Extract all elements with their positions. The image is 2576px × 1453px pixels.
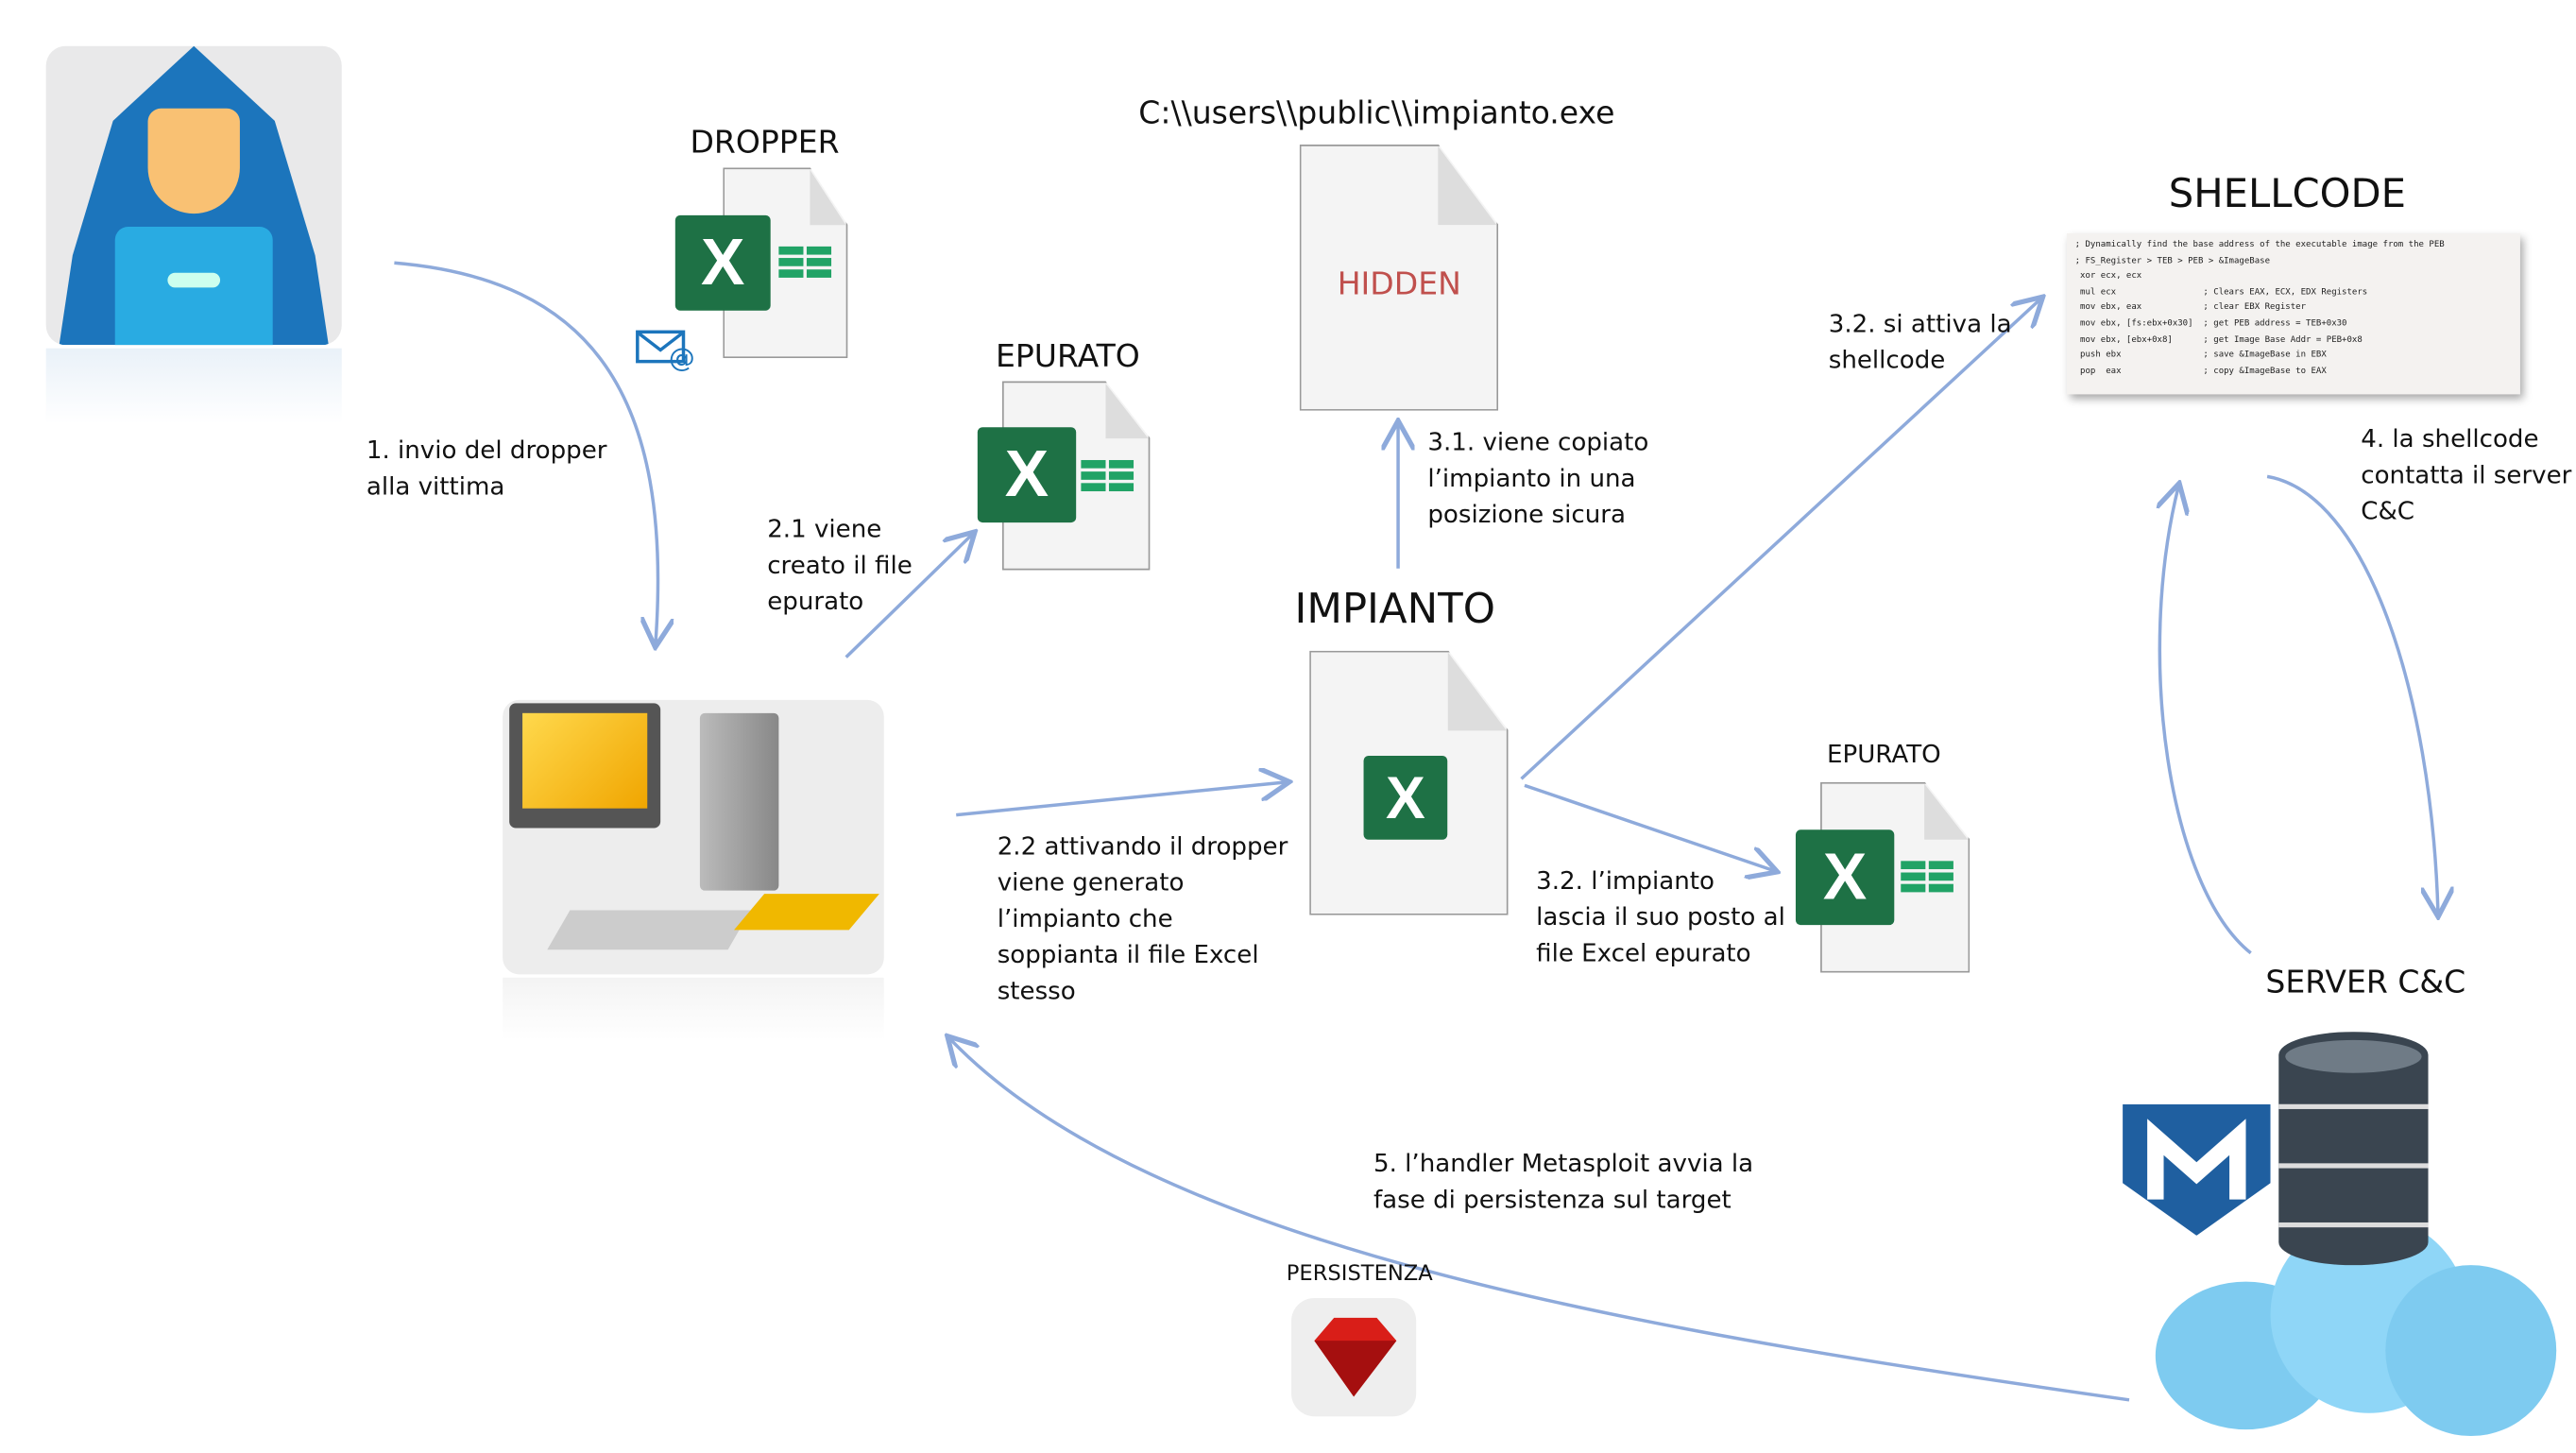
- excel-icon: X: [674, 214, 771, 311]
- shellcode-label: SHELLCODE: [2168, 170, 2407, 217]
- keyboard-icon: [547, 910, 751, 950]
- email-icon: [636, 330, 686, 364]
- database-icon: [2278, 1032, 2429, 1266]
- arrow-1-send-dropper: [394, 261, 657, 643]
- victim-computer: [503, 699, 884, 975]
- tower-icon: [699, 712, 779, 891]
- persistenza-label: PERSISTENZA: [1286, 1261, 1433, 1287]
- hacker-avatar: [45, 45, 342, 346]
- mouse-icon: [734, 894, 879, 931]
- ruby-icon: [1291, 1297, 1417, 1417]
- arrow-5-persistence: [949, 1038, 2130, 1402]
- server-label: SERVER C&C: [2265, 964, 2466, 1001]
- excel-icon: X: [1795, 829, 1895, 926]
- hidden-file: [1299, 145, 1499, 411]
- arrow-3-2-shellcode: [1520, 299, 2040, 780]
- laptop-icon: [114, 227, 273, 346]
- excel-grid-icon: [778, 246, 832, 278]
- monitor-icon: [509, 703, 661, 829]
- arrow-4-up: [2159, 487, 2252, 955]
- epurato-label-top: EPURATO: [995, 338, 1140, 375]
- arrow-3-2-epurato: [1524, 783, 1774, 870]
- hidden-label: HIDDEN: [1337, 265, 1461, 303]
- epurato-label-right: EPURATO: [1826, 739, 1941, 769]
- excel-grid-icon: [1081, 459, 1134, 492]
- impianto-path: C:\\users\\public\\impianto.exe: [1138, 94, 1615, 132]
- excel-icon: X: [1363, 756, 1448, 840]
- at-icon: @: [668, 341, 695, 373]
- arrow-4-down: [2266, 474, 2438, 914]
- excel-grid-icon: [1901, 861, 1953, 893]
- arrow-2-1-create-epurato: [844, 534, 973, 658]
- arrow-2-2-generate-impianto: [956, 782, 1287, 817]
- impianto-label: IMPIANTO: [1294, 585, 1495, 633]
- dropper-label: DROPPER: [690, 125, 840, 162]
- shellcode-snippet: ; Dynamically find the base address of t…: [2066, 232, 2520, 395]
- excel-icon: X: [977, 427, 1077, 523]
